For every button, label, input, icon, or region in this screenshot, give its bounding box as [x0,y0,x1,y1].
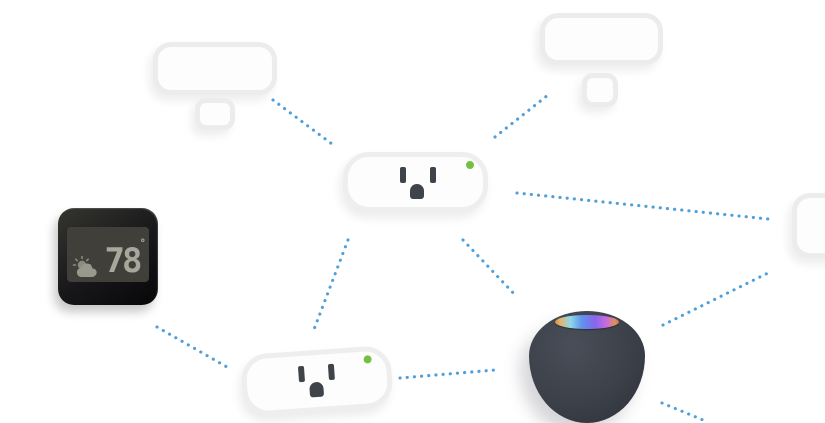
smart-plug-center [343,152,488,212]
homepod-touch-display-icon [555,315,619,329]
thread-accessory-right-partial [792,193,825,258]
outlet-slot-left-icon [400,167,406,183]
smart-plug-bottom [240,344,394,418]
thread-accessory-top-left [153,42,277,95]
thread-accessory-top-left-tab [195,98,235,130]
outlet-ground-hole-icon [309,381,325,398]
outlet-ground-hole-icon [410,184,424,199]
homepod-mini [529,311,645,423]
outlet-slot-right-icon [430,167,436,183]
connection-line [461,238,519,299]
thread-accessory-top-right [540,13,663,65]
status-led-green [466,161,474,169]
connection-line [661,271,770,327]
sun-behind-cloud-icon [72,255,97,277]
connection-line [493,93,550,139]
weather-station-screen: 78˚ [67,227,149,282]
homepod-mini-body [529,311,645,423]
status-led-green [363,355,372,364]
outlet-slot-right-icon [327,363,335,381]
connection-line [271,98,334,146]
weather-station: 78˚ [58,208,158,305]
outlet-slot-left-icon [297,365,306,383]
thread-accessory-top-right-tab [582,73,618,107]
degree-symbol: ˚ [139,239,147,254]
connection-line [398,368,497,380]
connection-line [660,401,705,422]
connection-line [155,325,229,369]
temperature-reading: 78˚ [104,239,147,281]
connection-line [515,191,770,221]
connection-line [311,238,350,334]
